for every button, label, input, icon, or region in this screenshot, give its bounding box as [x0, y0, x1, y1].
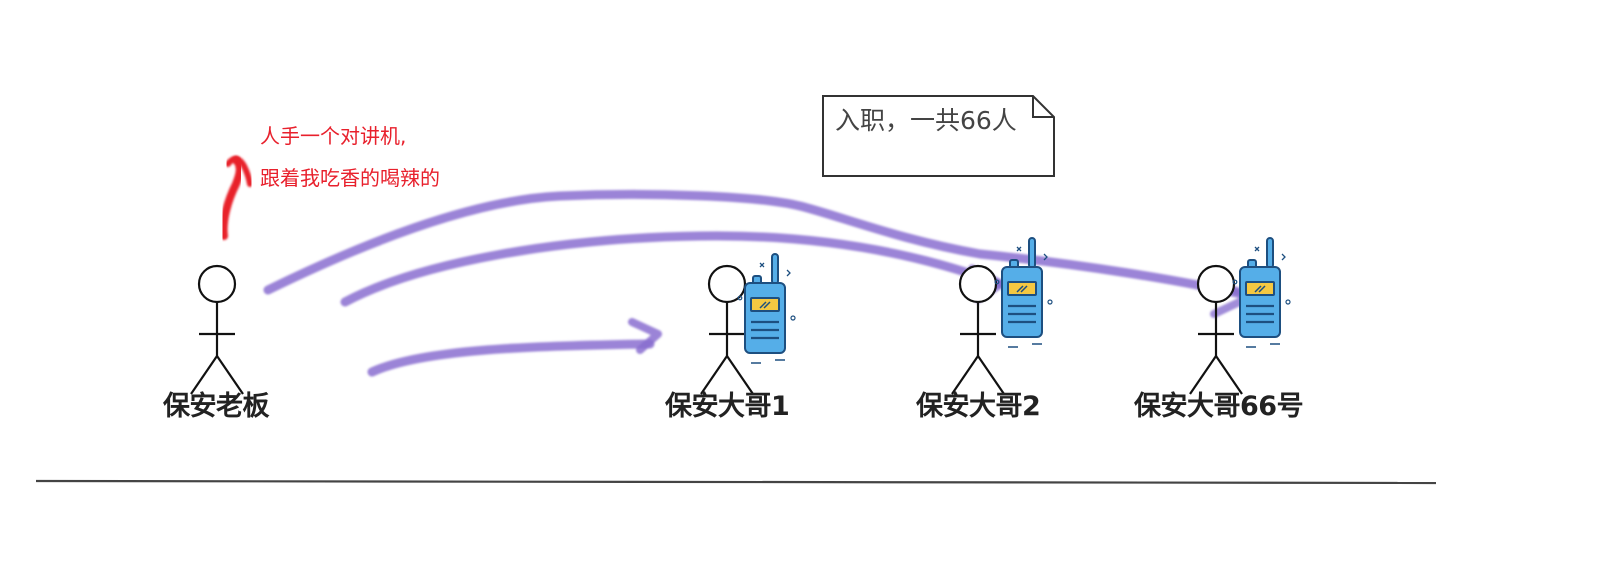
annotation-line-1: 人手一个对讲机,: [260, 124, 407, 148]
actor-guard-66: [1188, 236, 1292, 396]
note-icon: [822, 95, 1055, 177]
annotation-arrow-icon: [219, 156, 253, 240]
note-text: 入职，一共66人: [835, 106, 1017, 135]
actor-label-guard-1: 保安大哥1: [665, 391, 790, 422]
stick-figure-icon: [950, 264, 1006, 396]
arrow-to-guard-2: [340, 231, 1006, 307]
annotation-line-2: 跟着我吃香的喝辣的: [260, 166, 440, 190]
actor-guard-1: [699, 252, 797, 396]
stick-figure-icon: [1188, 264, 1244, 396]
actor-boss: [189, 264, 245, 396]
baseline: [35, 479, 1437, 485]
actor-label-boss: 保安老板: [163, 391, 270, 422]
walkie-talkie-icon: [737, 252, 797, 365]
actor-label-guard-66: 保安大哥66号: [1134, 391, 1304, 422]
arrow-to-guard-1: [367, 318, 662, 377]
stick-figure-icon: [189, 264, 245, 396]
walkie-talkie-icon: [1232, 236, 1292, 349]
actor-label-guard-2: 保安大哥2: [916, 391, 1041, 422]
